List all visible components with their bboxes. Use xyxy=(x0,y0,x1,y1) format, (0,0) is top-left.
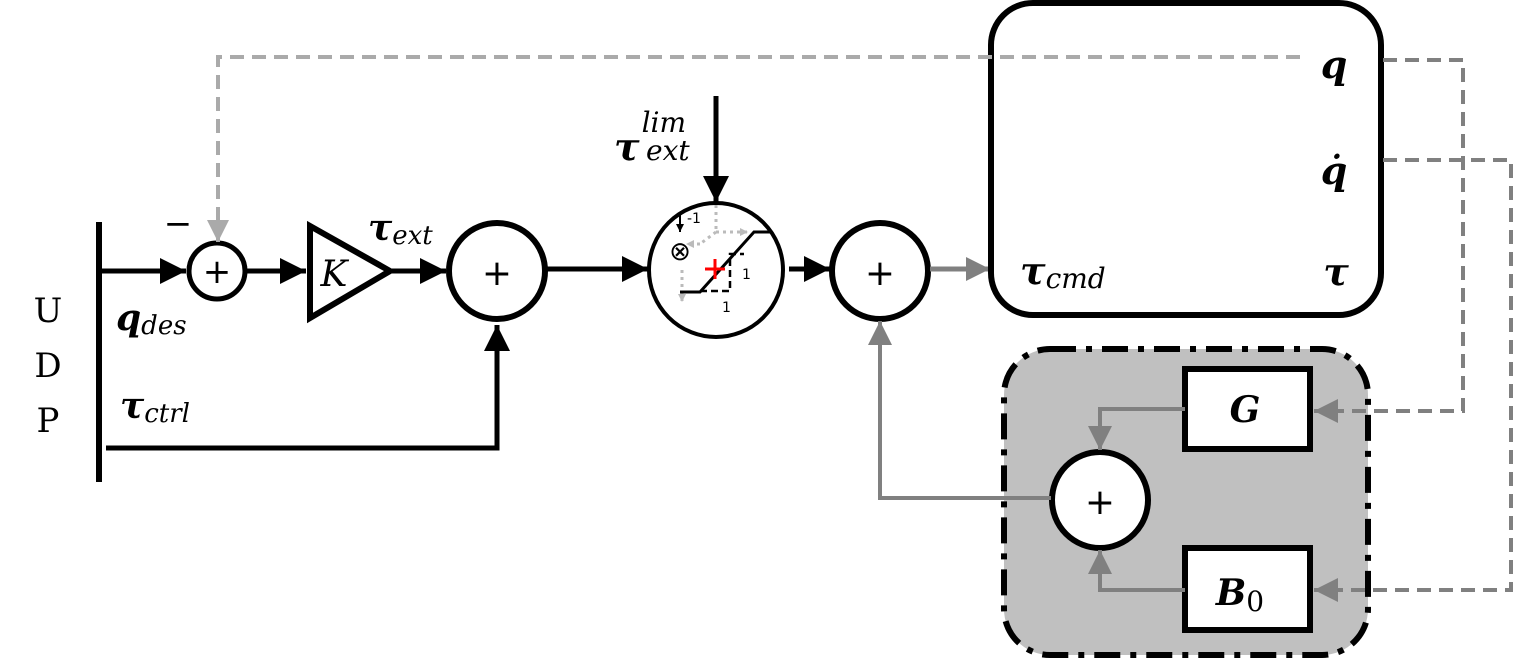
summing-junction-ctrl xyxy=(446,220,548,322)
b0-to-sum4-arrow xyxy=(1088,550,1185,592)
tau-ctrl-path xyxy=(106,325,510,451)
qdot-to-b0-line xyxy=(1314,158,1513,602)
compensator-to-sum3-arrow xyxy=(868,321,1051,500)
sum2-plus: + xyxy=(482,253,512,294)
tau-ctrl-label: τctrl xyxy=(120,385,190,429)
g-to-sum4-arrow xyxy=(1088,407,1185,450)
sum3-plus: + xyxy=(865,253,895,294)
udp-letter-p: P xyxy=(37,401,60,441)
q-feedback-line xyxy=(207,55,1300,242)
udp-letter-u: U xyxy=(34,291,63,331)
q-des-label: qdes xyxy=(116,297,187,341)
sum1-minus-sign: − xyxy=(164,204,193,244)
sum1-plus: + xyxy=(203,252,232,292)
gain-label: K xyxy=(320,254,350,295)
gravity-block xyxy=(1182,366,1313,452)
summing-junction-compensator xyxy=(1049,449,1151,551)
summing-junction-cmd xyxy=(829,220,931,322)
limiter-mult-icon: ⊗ xyxy=(669,237,691,267)
robot-input-tau: τ xyxy=(1323,249,1349,294)
b0-label: B0 xyxy=(1215,572,1264,618)
summing-junction-error xyxy=(186,240,248,302)
q-to-g-line xyxy=(1314,58,1465,423)
limiter-one-bottom: 1 xyxy=(722,300,731,316)
udp-letter-d: D xyxy=(34,346,61,386)
sum4-plus: + xyxy=(1085,482,1115,523)
limiter-neg-one: -1 xyxy=(687,211,701,227)
robot-block xyxy=(988,0,1384,318)
limiter-one-right: 1 xyxy=(742,267,751,283)
gravity-label: G xyxy=(1230,389,1261,431)
b0-block xyxy=(1182,545,1313,633)
gain-block xyxy=(307,220,397,324)
limiter-inner: -1 ⊗ 1 1 xyxy=(669,205,770,316)
tau-ext-label: τext xyxy=(368,207,433,251)
tau-cmd-label: τcmd xyxy=(1020,248,1106,295)
robot-output-qdot: q̇ xyxy=(1321,148,1348,193)
robot-output-q: q xyxy=(1321,42,1348,87)
